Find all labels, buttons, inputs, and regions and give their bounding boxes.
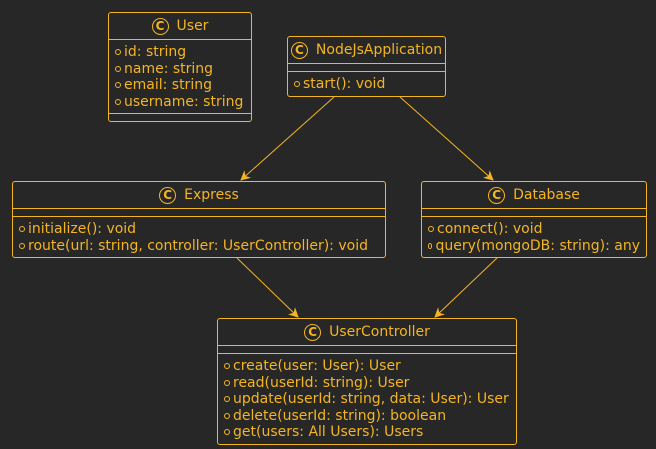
public-visibility-icon [19,242,25,249]
public-visibility-icon [115,65,121,72]
class-member: id: string [115,44,245,61]
class-empty-section [109,114,251,121]
public-visibility-icon [224,396,230,403]
class-header: C UserController [218,319,516,346]
class-member: start(): void [294,76,439,93]
class-member: query(mongoDB: string): any [428,238,640,255]
arrow-nodejs-to-database [399,96,494,181]
class-member: read(userId: string): User [224,375,510,392]
class-member: email: string [115,77,245,94]
class-name: UserController [329,324,430,340]
class-member: connect(): void [428,221,640,238]
public-visibility-icon [294,81,300,88]
public-visibility-icon [115,49,121,56]
arrow-nodejs-to-express [240,96,335,181]
public-visibility-icon [19,226,25,233]
class-empty-section [13,209,385,217]
class-members: initialize(): void route(url: string, co… [13,217,385,257]
class-empty-section [218,346,516,354]
class-members: start(): void [288,72,445,96]
arrow-express-to-usercontroller [236,257,299,318]
class-stereotype-icon: C [290,41,308,59]
class-empty-section [422,209,646,217]
class-member: update(userId: string, data: User): User [224,391,510,408]
class-stereotype-icon: C [151,17,169,35]
class-database: C Database connect(): void query(mongoDB… [421,181,647,258]
class-user: C User id: string name: string email: st… [108,12,252,122]
class-member: username: string [115,94,245,111]
public-visibility-icon [224,429,230,436]
public-visibility-icon [115,98,121,105]
public-visibility-icon [224,363,230,370]
class-name: Express [184,187,239,203]
class-member: get(users: All Users): Users [224,424,510,441]
class-member: name: string [115,61,245,78]
class-members: connect(): void query(mongoDB: string): … [422,217,646,257]
class-header: C Database [422,182,646,209]
class-name: NodeJsApplication [315,42,443,58]
class-member: delete(userId: string): boolean [224,408,510,425]
public-visibility-icon [428,242,433,249]
class-nodejsapplication: C NodeJsApplication start(): void [287,36,446,97]
public-visibility-icon [115,82,121,89]
class-members: id: string name: string email: string us… [109,40,251,114]
public-visibility-icon [428,226,434,233]
class-stereotype-icon: C [304,323,322,341]
class-name: Database [513,187,580,203]
class-member: initialize(): void [19,221,379,238]
arrow-database-to-usercontroller [434,257,498,318]
class-name: User [176,18,209,34]
class-express: C Express initialize(): void route(url: … [12,181,386,258]
class-header: C Express [13,182,385,209]
class-header: C User [109,13,251,40]
class-header: C NodeJsApplication [288,37,445,64]
class-member: create(user: User): User [224,358,510,375]
public-visibility-icon [224,379,230,386]
class-stereotype-icon: C [159,186,177,204]
class-member: route(url: string, controller: UserContr… [19,238,379,255]
class-stereotype-icon: C [488,186,506,204]
public-visibility-icon [224,412,230,419]
class-usercontroller: C UserController create(user: User): Use… [217,318,517,445]
class-members: create(user: User): User read(userId: st… [218,354,516,444]
class-empty-section [288,64,445,72]
